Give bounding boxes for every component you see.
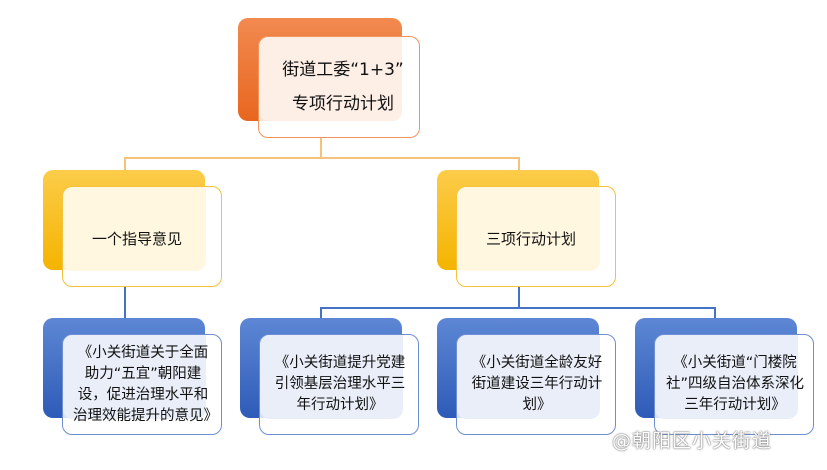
- watermark: @朝阳区小关街道: [612, 430, 773, 452]
- connector: [124, 157, 519, 159]
- connector: [518, 157, 520, 171]
- level2-label: 一个指导意见: [91, 230, 182, 248]
- level3-label: 《小关街道全龄友好街道建设三年行动计划》: [471, 355, 603, 413]
- root-title-line2: 专项行动计划: [292, 94, 394, 114]
- connector: [320, 138, 322, 158]
- connector: [518, 287, 520, 308]
- level3-label: 《小关街道提升党建引领基层治理水平三年行动计划》: [274, 355, 406, 413]
- level2-label: 三项行动计划: [485, 230, 576, 248]
- connector: [124, 157, 126, 171]
- root-title-line1: 街道工委“1+3”: [282, 60, 404, 80]
- level3-label: 《小关街道关于全面助力“五宜”朝阳建设，促进治理水平和治理效能提升的意见》: [73, 344, 218, 424]
- connector: [714, 307, 716, 318]
- level3-label: 《小关街道“门楼院社”四级自治体系深化三年行动计划》: [665, 355, 804, 413]
- connector: [320, 307, 715, 309]
- connector: [124, 287, 126, 318]
- connector: [320, 307, 322, 318]
